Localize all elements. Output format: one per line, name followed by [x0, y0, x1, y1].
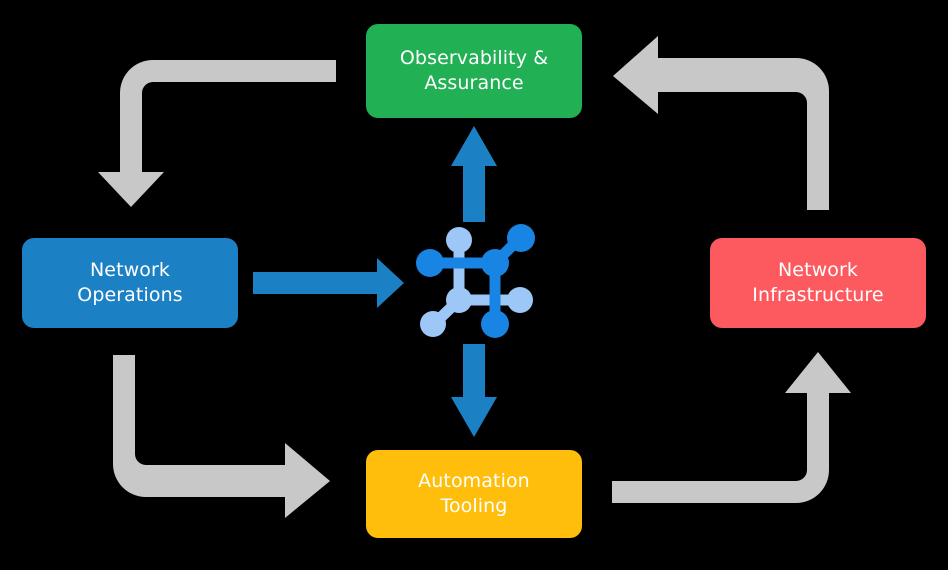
node-box-network-operations[interactable]: Network Operations [22, 238, 238, 328]
topology-nodes-secondary [420, 227, 533, 337]
node-box-automation-tooling[interactable]: Automation Tooling [366, 450, 582, 538]
node-box-observability[interactable]: Observability & Assurance [366, 24, 582, 118]
arrow-center-to-observability [451, 126, 497, 222]
arrow-automation-tooling-to-network-infrastructure [612, 352, 851, 503]
topology-nodes-primary [416, 224, 535, 338]
arrow-network-operations-to-center [253, 258, 404, 308]
network-topology-icon-graphic [416, 224, 535, 338]
arrow-network-infrastructure-to-observability [613, 36, 829, 210]
arrow-network-operations-to-automation-tooling [113, 355, 330, 518]
arrow-center-to-automation-tooling [451, 344, 497, 437]
node-box-network-infrastructure[interactable]: Network Infrastructure [710, 238, 926, 328]
arrow-observability-to-network-operations [98, 60, 336, 207]
